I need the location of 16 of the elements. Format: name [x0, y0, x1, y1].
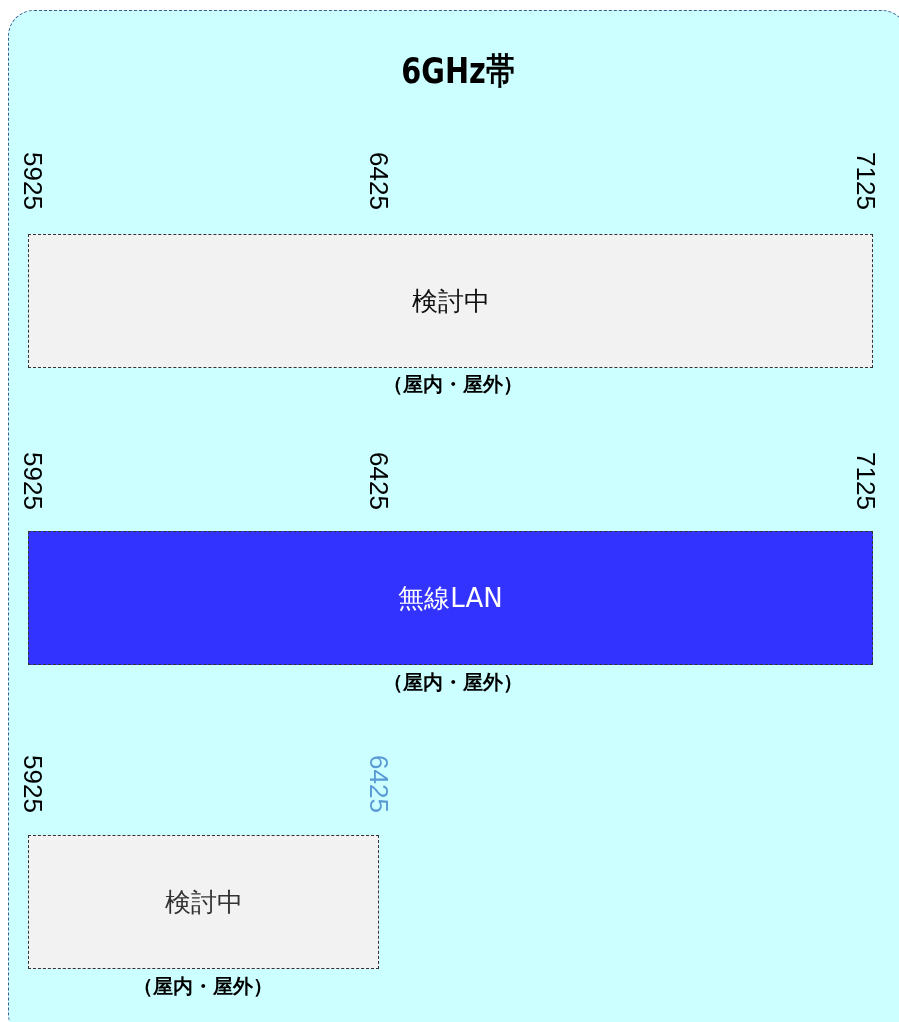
band-caption: （屋内・屋外）: [382, 669, 524, 696]
frequency-label: 6425: [366, 452, 392, 510]
frequency-band-bar: 検討中: [28, 835, 379, 969]
frequency-label: 5925: [20, 452, 46, 510]
frequency-label: 6425: [366, 152, 392, 210]
band-caption: （屋内・屋外）: [132, 973, 274, 1000]
band-panel: [8, 10, 899, 1022]
panel-title: 6GHz帯: [401, 49, 515, 93]
frequency-band-bar: 無線LAN: [28, 531, 873, 665]
frequency-label: 7125: [853, 452, 879, 510]
band-caption: （屋内・屋外）: [382, 371, 524, 398]
frequency-band-bar: 検討中: [28, 234, 873, 368]
frequency-label: 6425: [366, 755, 392, 813]
frequency-label: 5925: [20, 152, 46, 210]
frequency-label: 5925: [20, 755, 46, 813]
frequency-label: 7125: [853, 152, 879, 210]
